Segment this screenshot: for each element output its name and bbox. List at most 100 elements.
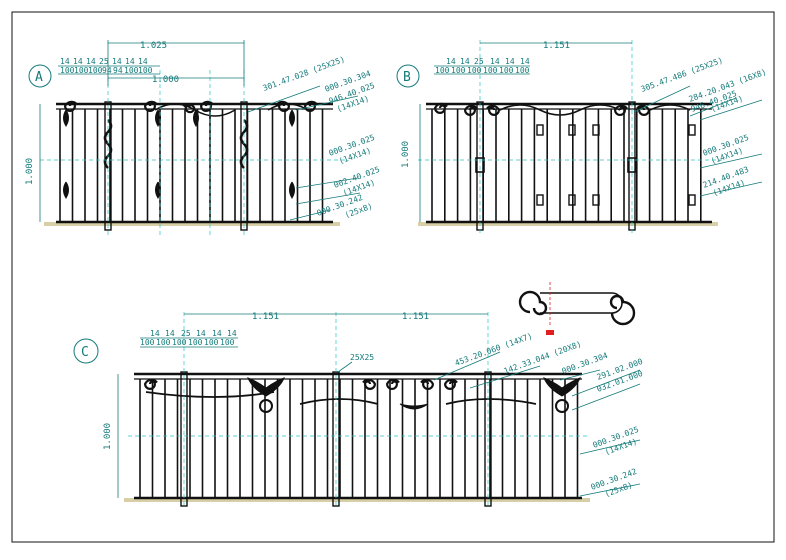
panel-a-leaf-bulge <box>155 181 161 199</box>
panel-a-width-total: 1.025 <box>140 41 167 51</box>
panel-a-sp-top-1: 14 <box>73 57 83 66</box>
panel-a-sp-bot-6: 100 <box>138 66 153 75</box>
panel-a-sp-bot-2: 100 <box>88 66 103 75</box>
sheet-frame <box>11 11 775 543</box>
panel-b-link <box>592 124 600 136</box>
panel-b-width-total: 1.151 <box>543 41 570 51</box>
panel-c-scroll <box>443 378 458 390</box>
panel-b-link <box>592 194 600 206</box>
panel-a-sp-bot-0: 100 <box>60 66 75 75</box>
panel-a-sp-top-4: 14 <box>112 57 122 66</box>
panel-c-sp-bot-0: 100 <box>140 338 155 347</box>
panel-b-collar <box>475 157 485 173</box>
panel-a-width-half: 1.000 <box>152 75 179 85</box>
centerline-layer <box>40 40 722 508</box>
panel-c-bow <box>399 403 429 410</box>
panel-b-sp-bot-1: 100 <box>451 66 466 75</box>
panel-b-link <box>536 194 544 206</box>
panel-c-sp-top-0: 14 <box>150 329 160 338</box>
panel-a-leaf-bulge <box>63 181 69 199</box>
detail-scroll-left <box>518 290 548 316</box>
panel-c-acanthus <box>543 377 581 397</box>
panel-c-leader <box>559 369 601 381</box>
panel-c-leader <box>433 351 501 381</box>
ground-layer <box>44 222 718 502</box>
panel-b-leader <box>633 85 691 113</box>
panel-a-leaf-bulge <box>289 109 295 127</box>
panel-b-scroll <box>463 104 478 116</box>
panel-b-link <box>568 124 576 136</box>
panel-c-leader <box>469 365 541 389</box>
panel-a-sp-bot-4: 94 <box>113 66 123 75</box>
panel-a-marker <box>28 64 52 88</box>
panel-a-sp-top-2: 14 <box>86 57 96 66</box>
panel-b-scroll <box>613 104 628 116</box>
panel-c-width-right: 1.151 <box>402 312 429 322</box>
panel-b-sp-top-5: 14 <box>520 57 530 66</box>
panel-a-sp-bot-3: 94 <box>102 66 112 75</box>
panel-a-sp-top-3: 25 <box>99 57 109 66</box>
panel-c-leader <box>571 369 641 397</box>
panel-a-sp-bot-5: 100 <box>124 66 139 75</box>
panel-b-sp-top-1: 14 <box>460 57 470 66</box>
panel-b-height: 1.000 <box>401 141 411 168</box>
panel-b-link <box>688 194 696 206</box>
dimension-layer <box>39 40 763 498</box>
panel-b-letter: B <box>403 70 411 85</box>
panel-c-sp-top-1: 14 <box>165 329 175 338</box>
panel-c-scroll <box>385 378 400 390</box>
panel-a-leaf-bulge <box>193 109 199 127</box>
panel-c-sp-top-2: 25 <box>181 329 191 338</box>
panel-c-marker <box>73 338 99 364</box>
panel-c-swag <box>445 398 537 405</box>
panel-a-scroll <box>143 100 158 112</box>
panel-a-leader <box>295 95 359 111</box>
panel-b-sp-bot-4: 100 <box>499 66 514 75</box>
panel-b-sp-top-4: 14 <box>505 57 515 66</box>
panel-b-sp-bot-5: 100 <box>515 66 530 75</box>
panel-b-arch <box>499 104 621 116</box>
structure-layer <box>56 100 712 507</box>
panel-b-sp-top-3: 14 <box>490 57 500 66</box>
panel-a-letter: A <box>35 70 43 85</box>
panel-b-ground <box>418 222 718 226</box>
panel-c-letter: C <box>81 345 89 360</box>
panel-b-labels: B 1.151 1.000 14 14 25 14 14 14 100 100 … <box>396 41 768 198</box>
panel-c-sp-bot-4: 100 <box>204 338 219 347</box>
panel-a-leader <box>289 209 331 221</box>
panel-c-leader <box>337 361 353 373</box>
panel-a-leaf-bulge <box>63 109 69 127</box>
panel-b-link <box>688 124 696 136</box>
panel-b-sp-top-2: 25 <box>474 57 484 66</box>
panel-a-sp-bot-1: 100 <box>74 66 89 75</box>
panel-b-arch <box>649 104 691 111</box>
panel-c-ground <box>124 498 590 502</box>
detail-marker <box>546 330 554 335</box>
detail-scroll-right <box>609 294 636 326</box>
panel-c-sp-top-4: 14 <box>212 329 222 338</box>
panel-c-labels: C 1.151 1.151 1.000 25X25 14 14 25 14 14… <box>73 312 644 499</box>
detail-scroll-band <box>540 292 623 314</box>
panel-a-leader <box>295 192 361 205</box>
panel-a-scroll <box>276 100 291 112</box>
panel-c-sp-bot-2: 100 <box>172 338 187 347</box>
panel-b-scroll <box>433 102 448 114</box>
panel-a-height: 1.000 <box>25 158 35 185</box>
panel-b-marker <box>396 64 420 88</box>
panel-c-leader <box>579 483 641 497</box>
panel-b-leader <box>699 99 763 121</box>
panel-b-leader <box>699 153 763 169</box>
panel-c-post-size: 25X25 <box>350 353 374 362</box>
panel-b-leader <box>699 181 763 197</box>
panel-b-sp-bot-0: 100 <box>435 66 450 75</box>
panel-b-scroll <box>486 104 501 116</box>
panel-b-collar <box>627 157 637 173</box>
panel-c-rosette <box>259 399 273 413</box>
panel-b-link <box>568 194 576 206</box>
panel-a-leader <box>247 85 321 113</box>
panel-b-sp-bot-2: 100 <box>467 66 482 75</box>
panel-c-sp-top-5: 14 <box>227 329 237 338</box>
panel-c-rosette <box>555 399 569 413</box>
panel-c-scroll <box>420 378 435 390</box>
panel-b-scroll <box>636 104 651 116</box>
